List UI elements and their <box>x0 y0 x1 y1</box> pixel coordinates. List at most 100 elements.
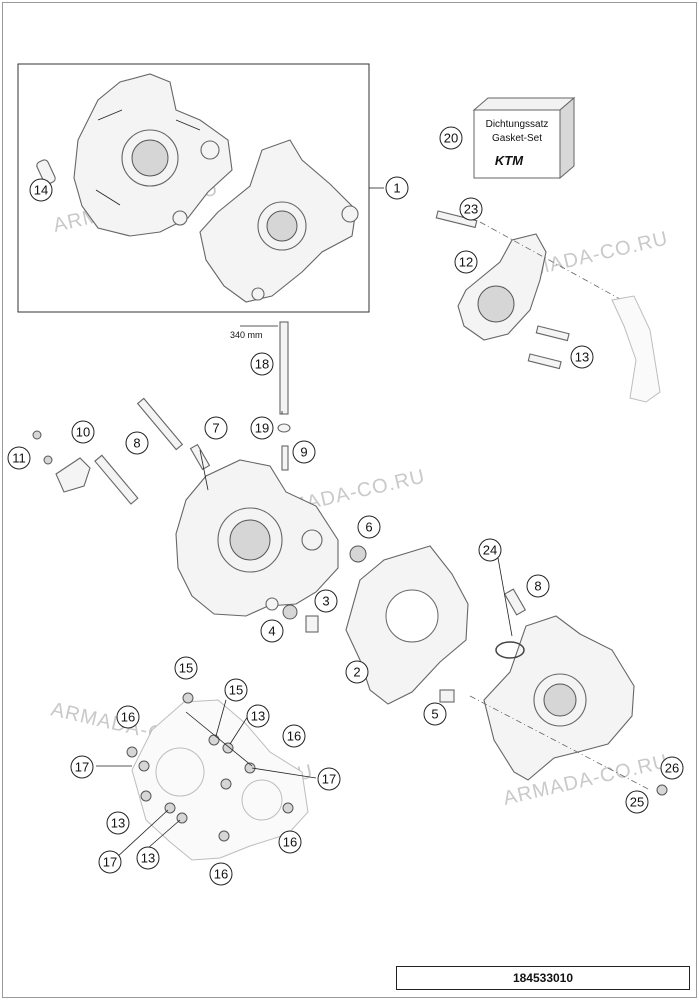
callout-label: 17 <box>322 772 336 787</box>
callout-label: 23 <box>464 202 478 217</box>
crankcase-main-illustration <box>94 397 367 617</box>
crankcase-right-illustration <box>439 588 668 796</box>
callout-label: 25 <box>630 795 644 810</box>
callout-circle <box>278 830 302 854</box>
callout-label: 10 <box>76 425 90 440</box>
callout-label: 14 <box>34 183 48 198</box>
callout-c6: 6 <box>357 515 381 539</box>
callout-circle <box>70 755 94 779</box>
callout-c23: 23 <box>459 197 483 221</box>
callout-label: 18 <box>255 357 269 372</box>
callout-c7: 7 <box>204 416 228 440</box>
chain-guide-ghost <box>611 295 661 403</box>
gasket-set-box: Dichtungssatz Gasket-Set KTM <box>472 96 576 180</box>
callout-label: 26 <box>665 761 679 776</box>
callout-label: 24 <box>483 543 497 558</box>
callout-c9: 9 <box>292 440 316 464</box>
callout-label: 5 <box>431 707 438 722</box>
callout-circle <box>459 197 483 221</box>
gasket-set-brand-logo: KTM <box>495 153 524 168</box>
callout-circle <box>314 589 338 613</box>
callout-circle <box>625 790 649 814</box>
callout-c1: 1 <box>385 176 409 200</box>
callout-circle <box>439 126 463 150</box>
callout-circle <box>250 416 274 440</box>
callout-c2: 2 <box>345 660 369 684</box>
callout-label: 1 <box>393 181 400 196</box>
crankcase-half-left-illustration <box>73 73 233 237</box>
callout-label: 8 <box>534 579 541 594</box>
callout-circle <box>246 704 270 728</box>
callout-c24: 24 <box>478 538 502 562</box>
callout-c12: 12 <box>454 250 478 274</box>
gasket-2-bore <box>385 589 439 643</box>
callout-circle <box>209 862 233 886</box>
callout-circle <box>136 846 160 870</box>
callout-circle <box>282 724 306 748</box>
callout-label: 20 <box>444 131 458 146</box>
callout-label: 13 <box>111 816 125 831</box>
callout-c16c: 16 <box>278 830 302 854</box>
callout-label: 13 <box>251 709 265 724</box>
callout-circle <box>660 756 684 780</box>
callout-c17c: 17 <box>98 850 122 874</box>
callout-circle <box>570 345 594 369</box>
cover-10-illustration <box>32 430 91 493</box>
callout-circle <box>204 416 228 440</box>
callout-c5: 5 <box>423 702 447 726</box>
callout-c17b: 17 <box>317 767 341 791</box>
callout-circle <box>260 619 284 643</box>
callout-label: 4 <box>268 624 275 639</box>
callout-circle <box>125 431 149 455</box>
callout-c10: 10 <box>71 420 95 444</box>
callout-c3: 3 <box>314 589 338 613</box>
callout-label: 6 <box>365 520 372 535</box>
callout-circle <box>98 850 122 874</box>
gasket-set-text-1: Dichtungssatz <box>486 119 549 130</box>
callout-circle <box>116 705 140 729</box>
callout-c26: 26 <box>660 756 684 780</box>
callout-label: 15 <box>179 661 193 676</box>
callout-label: 7 <box>212 421 219 436</box>
callout-label: 9 <box>300 445 307 460</box>
callout-circle <box>526 574 550 598</box>
leader-lines <box>96 187 513 859</box>
callout-label: 11 <box>12 451 26 466</box>
diagram-number: 184533010 <box>396 966 690 990</box>
callout-c15a: 15 <box>174 656 198 680</box>
callout-circle <box>7 446 31 470</box>
callout-label: 16 <box>121 710 135 725</box>
callout-circle <box>423 702 447 726</box>
callout-label: 16 <box>214 867 228 882</box>
callout-circle <box>224 678 248 702</box>
dowel-pin-14-illustration <box>36 159 56 185</box>
callout-c4: 4 <box>260 619 284 643</box>
callout-circle <box>292 440 316 464</box>
callout-c25: 25 <box>625 790 649 814</box>
callout-c13c: 13 <box>106 811 130 835</box>
crankcase-half-right-illustration <box>199 139 359 303</box>
callout-circle <box>29 178 53 202</box>
callout-circle <box>71 420 95 444</box>
o-ring-3-illustration <box>282 604 298 620</box>
callout-label: 8 <box>133 436 140 451</box>
callout-circle <box>454 250 478 274</box>
callout-c13d: 13 <box>136 846 160 870</box>
callout-label: 17 <box>103 855 117 870</box>
sprocket-guard-12-illustration <box>435 210 641 370</box>
callout-c8b: 8 <box>526 574 550 598</box>
callout-c13a: 13 <box>570 345 594 369</box>
callout-c15b: 15 <box>224 678 248 702</box>
callout-circle <box>357 515 381 539</box>
callout-c13b: 13 <box>246 704 270 728</box>
callout-c17a: 17 <box>70 755 94 779</box>
bolt-layout-ghost <box>126 692 309 861</box>
callout-c18: 18 <box>250 352 274 376</box>
callout-c16d: 16 <box>209 862 233 886</box>
callout-c19: 19 <box>250 416 274 440</box>
callout-label: 16 <box>287 729 301 744</box>
callout-c16a: 16 <box>116 705 140 729</box>
dimension-label: 340 mm <box>230 330 263 340</box>
